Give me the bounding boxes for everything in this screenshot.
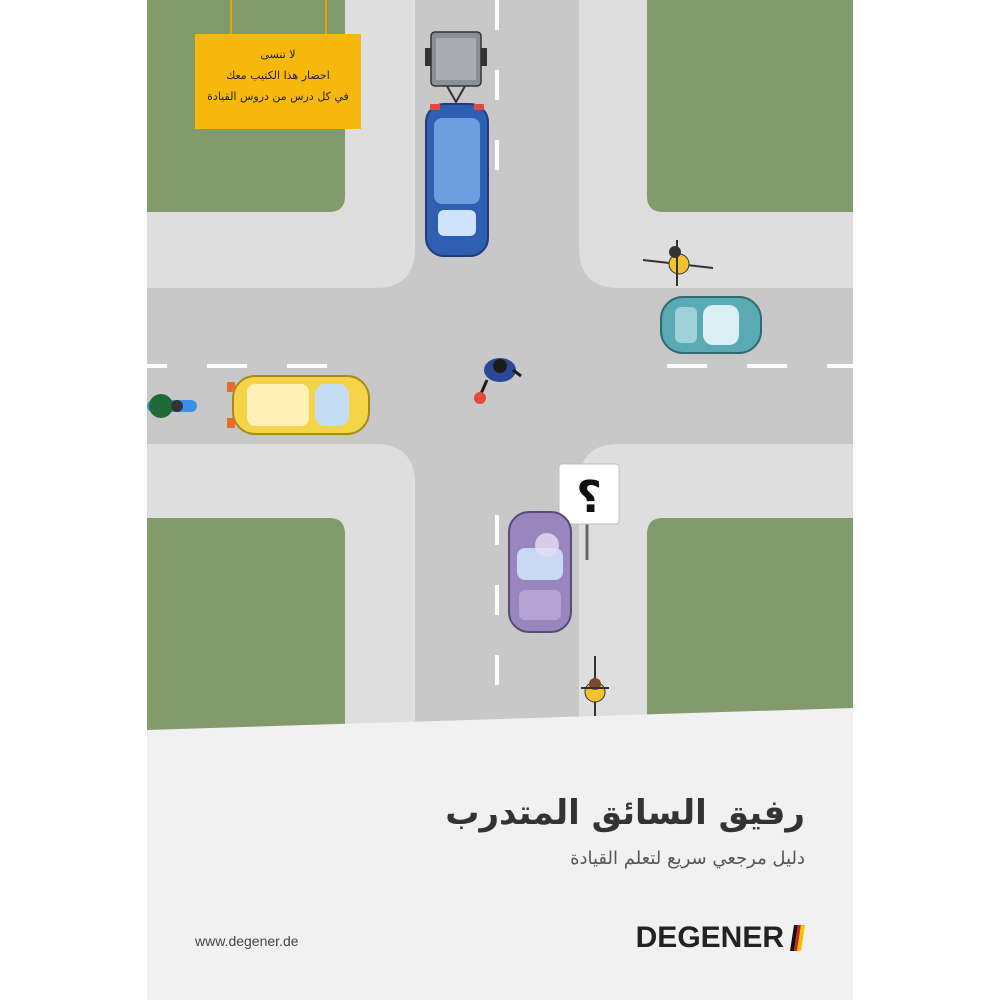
grass-bottom-right xyxy=(647,518,853,730)
question-symbol: ؟ xyxy=(576,472,602,523)
cyclist-bottom-icon xyxy=(581,656,609,720)
car-teal-icon xyxy=(660,296,762,354)
degener-flag-icon xyxy=(790,925,805,951)
sign-post-right xyxy=(325,0,327,34)
reminder-line-1: لا تنسى xyxy=(260,48,296,61)
truck-with-trailer-icon xyxy=(425,31,489,257)
cyclist-icon xyxy=(642,240,714,286)
grass-top-right xyxy=(647,0,853,212)
question-sign-icon: ؟ xyxy=(558,463,620,560)
sign-post-left xyxy=(230,0,232,34)
reminder-sign: لا تنسى احضار هذا الكتيب معك في كل درس م… xyxy=(195,34,361,129)
book-title: رفيق السائق المتدرب xyxy=(445,793,805,833)
panel-slant xyxy=(147,708,853,730)
pedestrian-icon xyxy=(474,358,522,404)
reminder-line-3: في كل درس من دروس القيادة xyxy=(207,90,349,103)
lane-markings xyxy=(147,0,853,685)
car-yellow-icon xyxy=(227,375,370,435)
brand-name: DEGENER xyxy=(635,921,784,954)
book-cover: ؟ لا تنسى احضار هذا الكتيب معك في كل درس… xyxy=(147,0,853,1000)
car-purple-icon xyxy=(508,511,572,633)
brand-logo: DEGENER xyxy=(636,921,805,955)
grass-bottom-left xyxy=(147,518,345,730)
motorcycle-icon xyxy=(147,394,197,418)
website-link[interactable]: www.degener.de xyxy=(195,933,299,949)
reminder-line-2: احضار هذا الكتيب معك xyxy=(226,69,330,82)
book-subtitle: دليل مرجعي سريع لتعلم القيادة xyxy=(570,848,805,869)
